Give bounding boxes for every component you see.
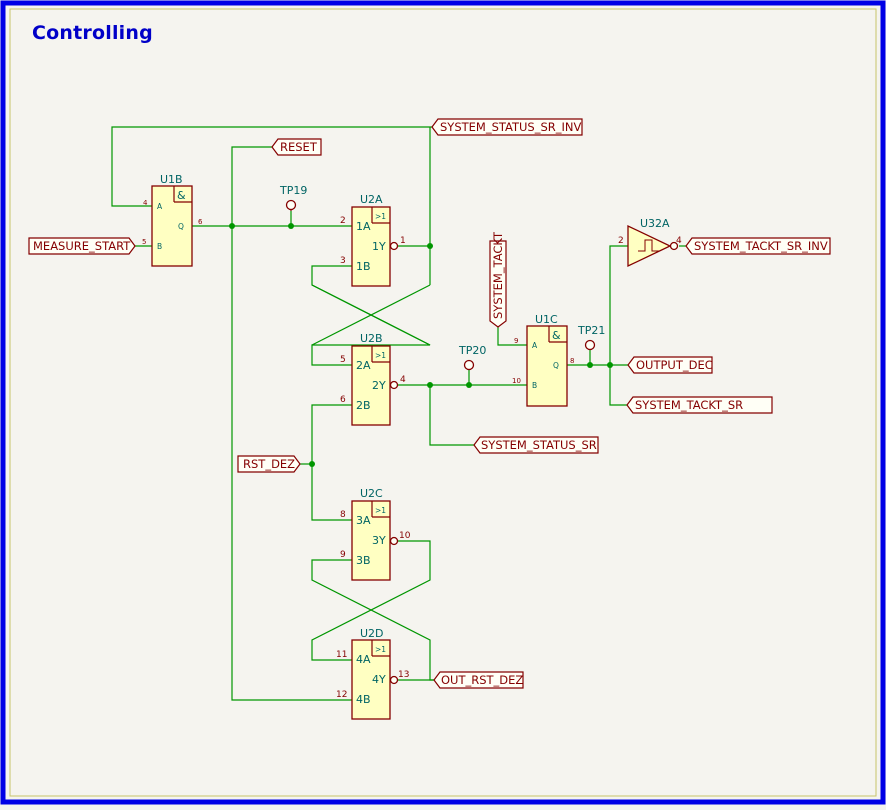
svg-text:TP19: TP19 (279, 184, 307, 197)
label-rst-dez[interactable]: RST_DEZ (237, 455, 301, 473)
svg-text:4: 4 (143, 199, 148, 207)
svg-text:3Y: 3Y (372, 534, 386, 547)
label-system-tackt-sr-inv[interactable]: SYSTEM_TACKT_SR_INV (685, 237, 831, 255)
svg-text:U2B: U2B (360, 332, 383, 345)
svg-text:11: 11 (336, 650, 347, 660)
svg-text:Q: Q (178, 222, 184, 231)
svg-text:6: 6 (198, 218, 203, 226)
svg-text:&: & (177, 189, 186, 202)
svg-text:U2D: U2D (360, 627, 384, 640)
gate-u2d[interactable]: U2D >1 4A 4B 4Y 11 12 13 (336, 627, 409, 720)
svg-text:9: 9 (340, 550, 346, 560)
svg-text:3B: 3B (356, 554, 371, 567)
svg-text:5: 5 (340, 355, 346, 365)
gate-u2a[interactable]: U2A >1 1A 1B 1Y 2 3 1 (340, 193, 406, 287)
gate-u1b[interactable]: U1B & A B Q 4 5 6 (142, 173, 203, 267)
label-system-tackt[interactable]: SYSTEM_TACKT (489, 231, 507, 328)
svg-text:SYSTEM_STATUS_SR: SYSTEM_STATUS_SR (481, 438, 597, 452)
svg-text:1B: 1B (356, 260, 371, 273)
svg-text:4B: 4B (356, 693, 371, 706)
gate-u1c[interactable]: U1C & A B Q 9 10 8 (512, 313, 574, 407)
svg-text:2B: 2B (356, 399, 371, 412)
svg-text:6: 6 (340, 395, 346, 405)
svg-text:RST_DEZ: RST_DEZ (243, 457, 295, 471)
svg-text:8: 8 (340, 510, 346, 520)
svg-text:12: 12 (336, 690, 347, 700)
svg-text:B: B (157, 242, 162, 251)
test-point-tp20[interactable]: TP20 (458, 344, 486, 371)
label-out-rst-dez[interactable]: OUT_RST_DEZ (433, 671, 524, 689)
label-system-status-sr-inv[interactable]: SYSTEM_STATUS_SR_INV (431, 118, 583, 136)
svg-text:4: 4 (400, 375, 406, 385)
svg-text:U1B: U1B (160, 173, 183, 186)
test-point-tp19[interactable]: TP19 (279, 184, 307, 211)
svg-text:A: A (532, 341, 538, 350)
svg-text:U1C: U1C (535, 313, 558, 326)
svg-text:3: 3 (340, 256, 346, 266)
svg-text:U2C: U2C (360, 487, 383, 500)
label-system-tackt-sr[interactable]: SYSTEM_TACKT_SR (626, 396, 773, 414)
svg-text:SYSTEM_TACKT_SR: SYSTEM_TACKT_SR (635, 398, 743, 412)
svg-text:U32A: U32A (640, 217, 670, 230)
svg-text:OUTPUT_DEC: OUTPUT_DEC (636, 358, 713, 372)
svg-text:A: A (157, 202, 163, 211)
gate-u2b[interactable]: U2B >1 2A 2B 2Y 5 6 4 (340, 332, 406, 426)
svg-text:RESET: RESET (280, 140, 318, 154)
svg-text:4Y: 4Y (372, 673, 386, 686)
label-measure-start[interactable]: MEASURE_START (28, 237, 136, 255)
svg-text:2: 2 (340, 216, 346, 226)
svg-text:4A: 4A (356, 653, 371, 666)
svg-text:13: 13 (398, 670, 409, 680)
svg-text:3A: 3A (356, 514, 371, 527)
sheet-title: Controlling (32, 22, 153, 44)
svg-text:SYSTEM_STATUS_SR_INV: SYSTEM_STATUS_SR_INV (440, 120, 582, 134)
svg-text:>1: >1 (375, 645, 386, 654)
label-system-status-sr[interactable]: SYSTEM_STATUS_SR (473, 436, 599, 454)
svg-text:>1: >1 (375, 351, 386, 360)
svg-text:2: 2 (618, 236, 624, 246)
svg-text:8: 8 (570, 357, 574, 365)
svg-text:MEASURE_START: MEASURE_START (33, 239, 131, 253)
svg-text:10: 10 (512, 377, 521, 385)
svg-text:4: 4 (676, 236, 682, 246)
svg-text:>1: >1 (375, 212, 386, 221)
sheet-inner-border (9, 8, 877, 797)
svg-text:SYSTEM_TACKT: SYSTEM_TACKT (491, 231, 505, 319)
svg-text:1Y: 1Y (372, 240, 386, 253)
svg-text:9: 9 (514, 337, 518, 345)
svg-text:5: 5 (142, 238, 146, 246)
test-point-tp21[interactable]: TP21 (577, 324, 605, 351)
svg-text:2Y: 2Y (372, 379, 386, 392)
svg-text:TP20: TP20 (458, 344, 486, 357)
junctions (229, 223, 613, 467)
label-output-dec[interactable]: OUTPUT_DEC (627, 356, 713, 374)
inverter-u32a[interactable]: U32A 2 4 (618, 217, 682, 268)
svg-text:Q: Q (553, 361, 559, 370)
wires (111, 126, 686, 701)
svg-text:B: B (532, 381, 537, 390)
svg-text:2A: 2A (356, 359, 371, 372)
svg-text:10: 10 (399, 531, 411, 541)
svg-text:SYSTEM_TACKT_SR_INV: SYSTEM_TACKT_SR_INV (694, 239, 828, 253)
svg-text:OUT_RST_DEZ: OUT_RST_DEZ (441, 673, 523, 687)
svg-text:1A: 1A (356, 220, 371, 233)
svg-text:U2A: U2A (360, 193, 383, 206)
svg-text:1: 1 (400, 236, 406, 246)
svg-text:>1: >1 (375, 506, 386, 515)
label-reset[interactable]: RESET (271, 138, 322, 156)
svg-text:&: & (552, 329, 561, 342)
gate-u2c[interactable]: U2C >1 3A 3B 3Y 8 9 10 (340, 487, 411, 581)
svg-text:TP21: TP21 (577, 324, 605, 337)
